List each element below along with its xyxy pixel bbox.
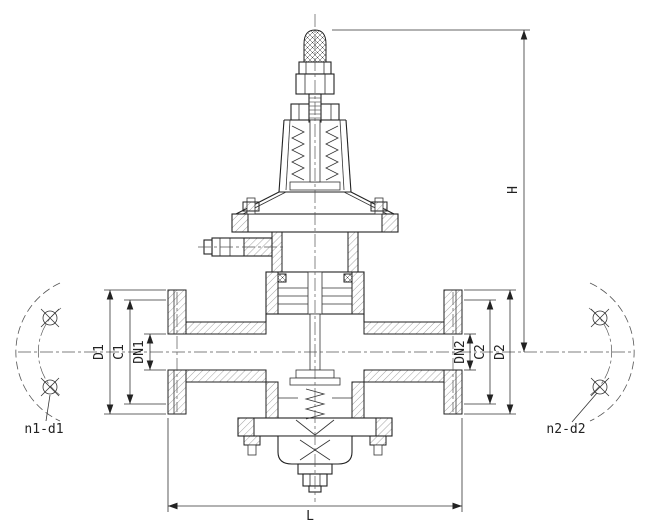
dimension-L: L (167, 418, 463, 523)
lower-spring (304, 388, 326, 420)
dimension-C2: C2 (464, 299, 496, 405)
outlet-bolt-spec-label: n2-d2 (546, 422, 585, 437)
inlet-bolt-circle-view (15, 282, 62, 422)
dimension-H-label: H (506, 186, 521, 194)
inlet-flange (167, 289, 187, 415)
dimension-D2-label: D2 (493, 344, 508, 360)
dimension-DN2: DN2 (453, 333, 476, 371)
dimension-C1: C1 (112, 299, 166, 405)
dimension-H: H (332, 29, 530, 352)
outlet-bolt-hole-bottom (592, 379, 608, 395)
bottom-bolt-right (369, 435, 387, 446)
dimension-L-label: L (306, 509, 314, 523)
dimensions: H L D1 C1 DN1 (24, 29, 586, 523)
centerlines (18, 14, 634, 502)
bottom-bolt-left (243, 435, 261, 446)
dimension-C1-label: C1 (112, 344, 127, 360)
dimension-DN2-label: DN2 (453, 340, 468, 363)
inlet-bolt-hole-bottom (42, 379, 58, 395)
dimension-D1-label: D1 (92, 344, 107, 360)
inlet-bolt-spec-label: n1-d1 (24, 422, 63, 437)
right-spring (325, 125, 339, 181)
inlet-leader-line (45, 394, 51, 422)
bottom-cover (237, 417, 393, 493)
dimension-DN1: DN1 (132, 333, 166, 371)
left-spring (291, 125, 305, 181)
seal-right (343, 273, 353, 283)
dimension-DN1-label: DN1 (132, 340, 147, 363)
seal-left (277, 273, 287, 283)
outlet-bolt-hole-top (592, 310, 608, 326)
dimension-D2: D2 (464, 289, 516, 415)
dimension-C2-label: C2 (473, 344, 488, 360)
valve-body (185, 314, 445, 419)
outlet-bolt-circle-view (571, 282, 635, 423)
inlet-bolt-hole-top (42, 310, 58, 326)
dimension-D1: D1 (92, 289, 166, 415)
outlet-leader-line (571, 392, 598, 423)
